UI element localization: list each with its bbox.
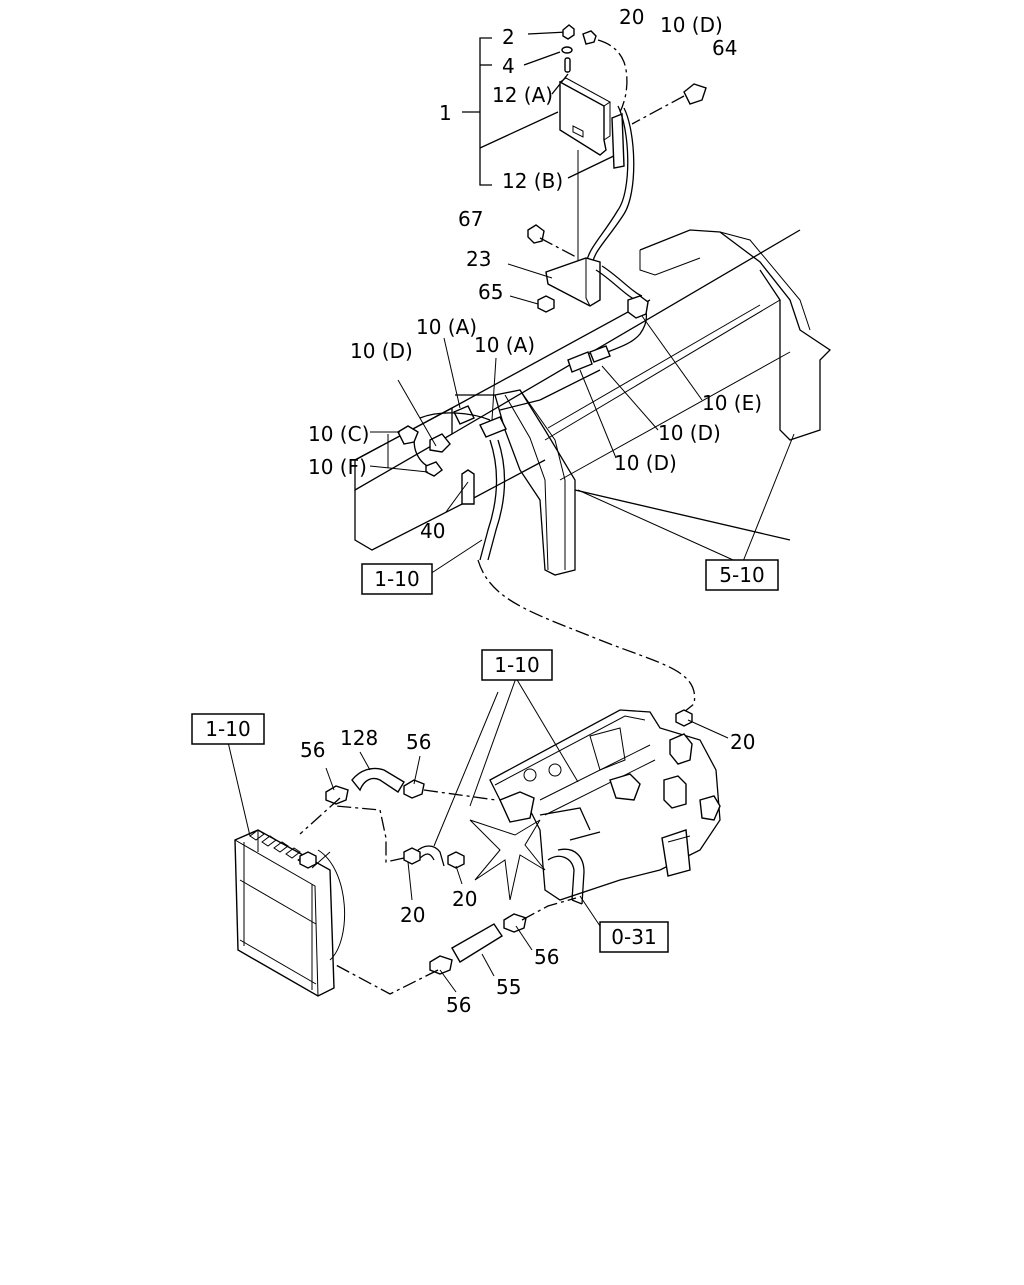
sensor-pin [564, 57, 571, 73]
mount-bracket [545, 257, 601, 307]
callout-67: 67 [458, 207, 483, 231]
clamp-56-b [403, 779, 425, 799]
callout-12a: 12 (A) [492, 83, 553, 107]
ref-box-1-10-upper[interactable]: 1-10 [361, 563, 433, 595]
ref-label-5-10: 5-10 [719, 563, 764, 587]
callout-40: 40 [420, 519, 445, 543]
nut-65 [537, 295, 555, 313]
ref-box-1-10-left[interactable]: 1-10 [191, 713, 265, 745]
hose-clamp-top [582, 30, 597, 45]
callout-1: 1 [439, 101, 452, 125]
callout-20-right: 20 [730, 730, 755, 754]
reservoir-tank-assembly [462, 24, 707, 313]
callout-55: 55 [496, 975, 521, 999]
callout-10a-right: 10 (A) [474, 333, 535, 357]
clip-10d-left [429, 433, 451, 453]
clip-10f [425, 461, 443, 477]
ref-label-1-10-upper: 1-10 [374, 567, 419, 591]
clip-10a-left [453, 405, 475, 425]
callout-20-d: 20 [452, 887, 477, 911]
engine-assembly [469, 709, 721, 905]
callout-56-a: 56 [300, 738, 325, 762]
chassis-frame [354, 229, 832, 576]
clamp-20-right [675, 709, 693, 727]
cooling-fan [469, 819, 546, 901]
callout-4: 4 [502, 54, 515, 78]
washer [561, 46, 573, 54]
callout-10f: 10 (F) [308, 455, 367, 479]
callout-10d-top: 10 (D) [660, 13, 723, 37]
callout-12b: 12 (B) [502, 169, 563, 193]
hose-routing-frame [397, 265, 696, 713]
callout-labels: 2 4 1 12 (A) 12 (B) 20 10 (D) 64 67 23 6… [300, 5, 762, 1017]
clamp-56-d [429, 955, 453, 975]
drain-plug [683, 83, 707, 105]
callout-10d-mid1: 10 (D) [658, 421, 721, 445]
callout-10d-mid2: 10 (D) [614, 451, 677, 475]
reference-boxes: 1-10 5-10 1-10 1-10 0-31 [191, 559, 779, 953]
clamp-56-c [503, 913, 527, 933]
callout-56-b: 56 [406, 730, 431, 754]
ref-box-5-10[interactable]: 5-10 [705, 559, 779, 591]
clamp-20-c [403, 847, 421, 865]
upper-hose-128 [351, 767, 405, 793]
ref-box-1-10-middle[interactable]: 1-10 [481, 649, 553, 681]
reservoir-tank [559, 80, 607, 156]
overflow-hose [597, 39, 628, 113]
radiator-cap [299, 851, 317, 869]
radiator-hoses [299, 709, 693, 995]
ref-label-0-31: 0-31 [611, 925, 656, 949]
callout-20-top: 20 [619, 5, 644, 29]
callout-128: 128 [340, 726, 378, 750]
tank-cap [562, 24, 575, 40]
clip-10c [397, 425, 419, 445]
ref-box-0-31[interactable]: 0-31 [599, 921, 669, 953]
clip-10d-a [567, 351, 593, 373]
thermostat-housing [669, 733, 693, 765]
clip-10e [627, 295, 649, 319]
callout-65: 65 [478, 280, 503, 304]
clamp-20-d [447, 851, 465, 869]
clamp-56-a [325, 785, 349, 805]
bolt-67 [527, 224, 545, 244]
clip-10a-right [479, 416, 507, 438]
bolt-40 [461, 469, 475, 505]
callout-10d-left: 10 (D) [350, 339, 413, 363]
group-bracket [479, 37, 492, 186]
ref-label-1-10-left: 1-10 [205, 717, 250, 741]
callout-2: 2 [502, 25, 515, 49]
clip-10d-b [589, 345, 611, 363]
callout-10a-left: 10 (A) [416, 315, 477, 339]
callout-20-c: 20 [400, 903, 425, 927]
ref-label-1-10-middle: 1-10 [494, 653, 539, 677]
callout-56-c: 56 [534, 945, 559, 969]
callout-23: 23 [466, 247, 491, 271]
callout-10c: 10 (C) [308, 422, 369, 446]
callout-56-d: 56 [446, 993, 471, 1017]
leader-lines-middle [369, 263, 795, 575]
callout-64: 64 [712, 36, 737, 60]
tank-bracket [611, 112, 625, 169]
radiator [234, 829, 346, 997]
callout-10e: 10 (E) [702, 391, 762, 415]
lower-hose-55 [451, 923, 503, 963]
